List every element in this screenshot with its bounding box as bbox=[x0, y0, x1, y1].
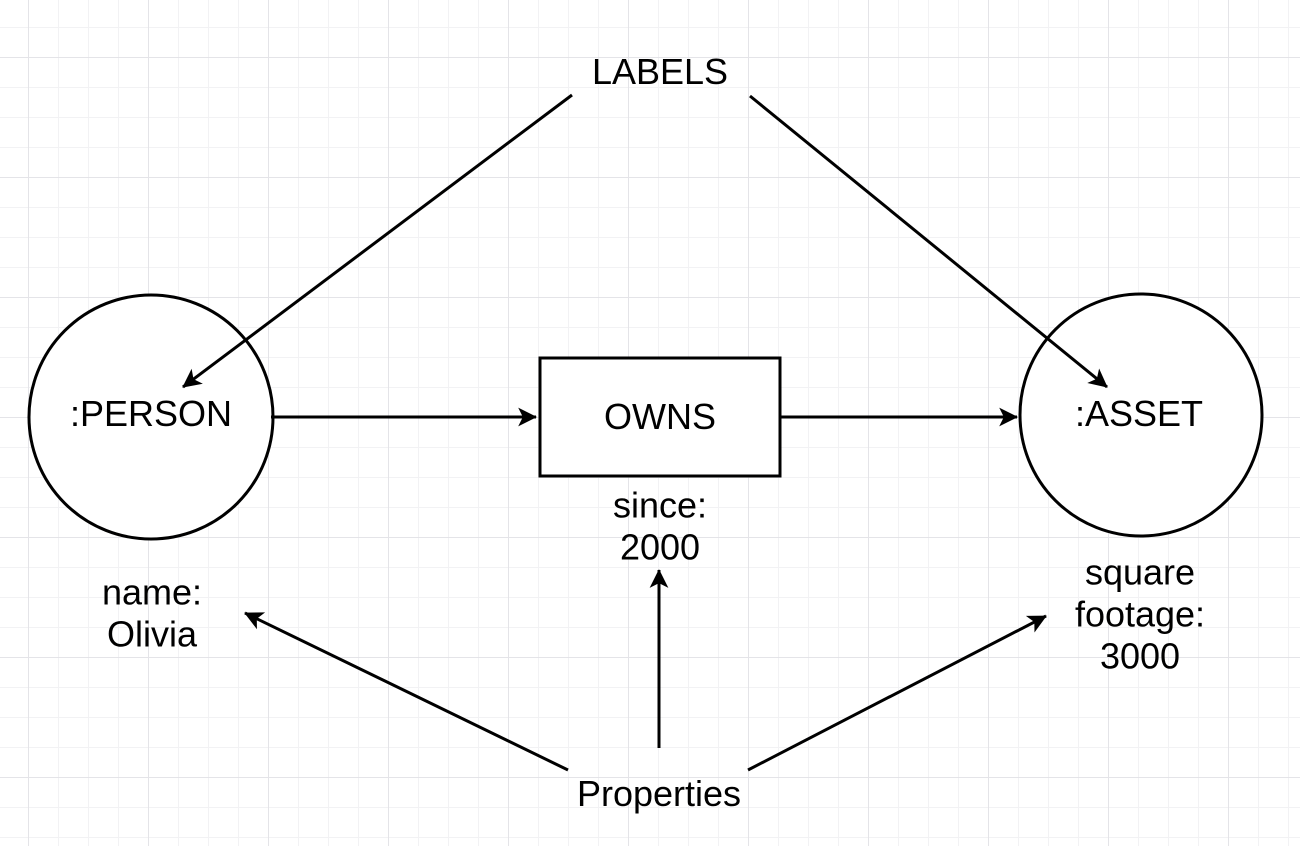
arrow-labels-to-asset bbox=[749, 94, 1108, 389]
asset-node-label: :ASSET bbox=[1074, 393, 1204, 435]
person-node-label: :PERSON bbox=[69, 393, 233, 435]
arrow-properties-to-sqft bbox=[747, 614, 1047, 772]
arrow-labels-to-person bbox=[182, 93, 573, 389]
asset-node-circle bbox=[1018, 292, 1264, 538]
asset-property-text: square footage: 3000 bbox=[1074, 551, 1206, 676]
owns-property-text: since: 2000 bbox=[612, 484, 708, 567]
arrow-properties-to-name bbox=[244, 611, 569, 772]
owns-relationship-label: OWNS bbox=[604, 396, 716, 438]
properties-annotation-title: Properties bbox=[576, 773, 742, 815]
owns-relationship-box bbox=[538, 356, 782, 478]
person-property-text: name: Olivia bbox=[101, 571, 203, 654]
labels-annotation-title: LABELS bbox=[591, 51, 729, 93]
